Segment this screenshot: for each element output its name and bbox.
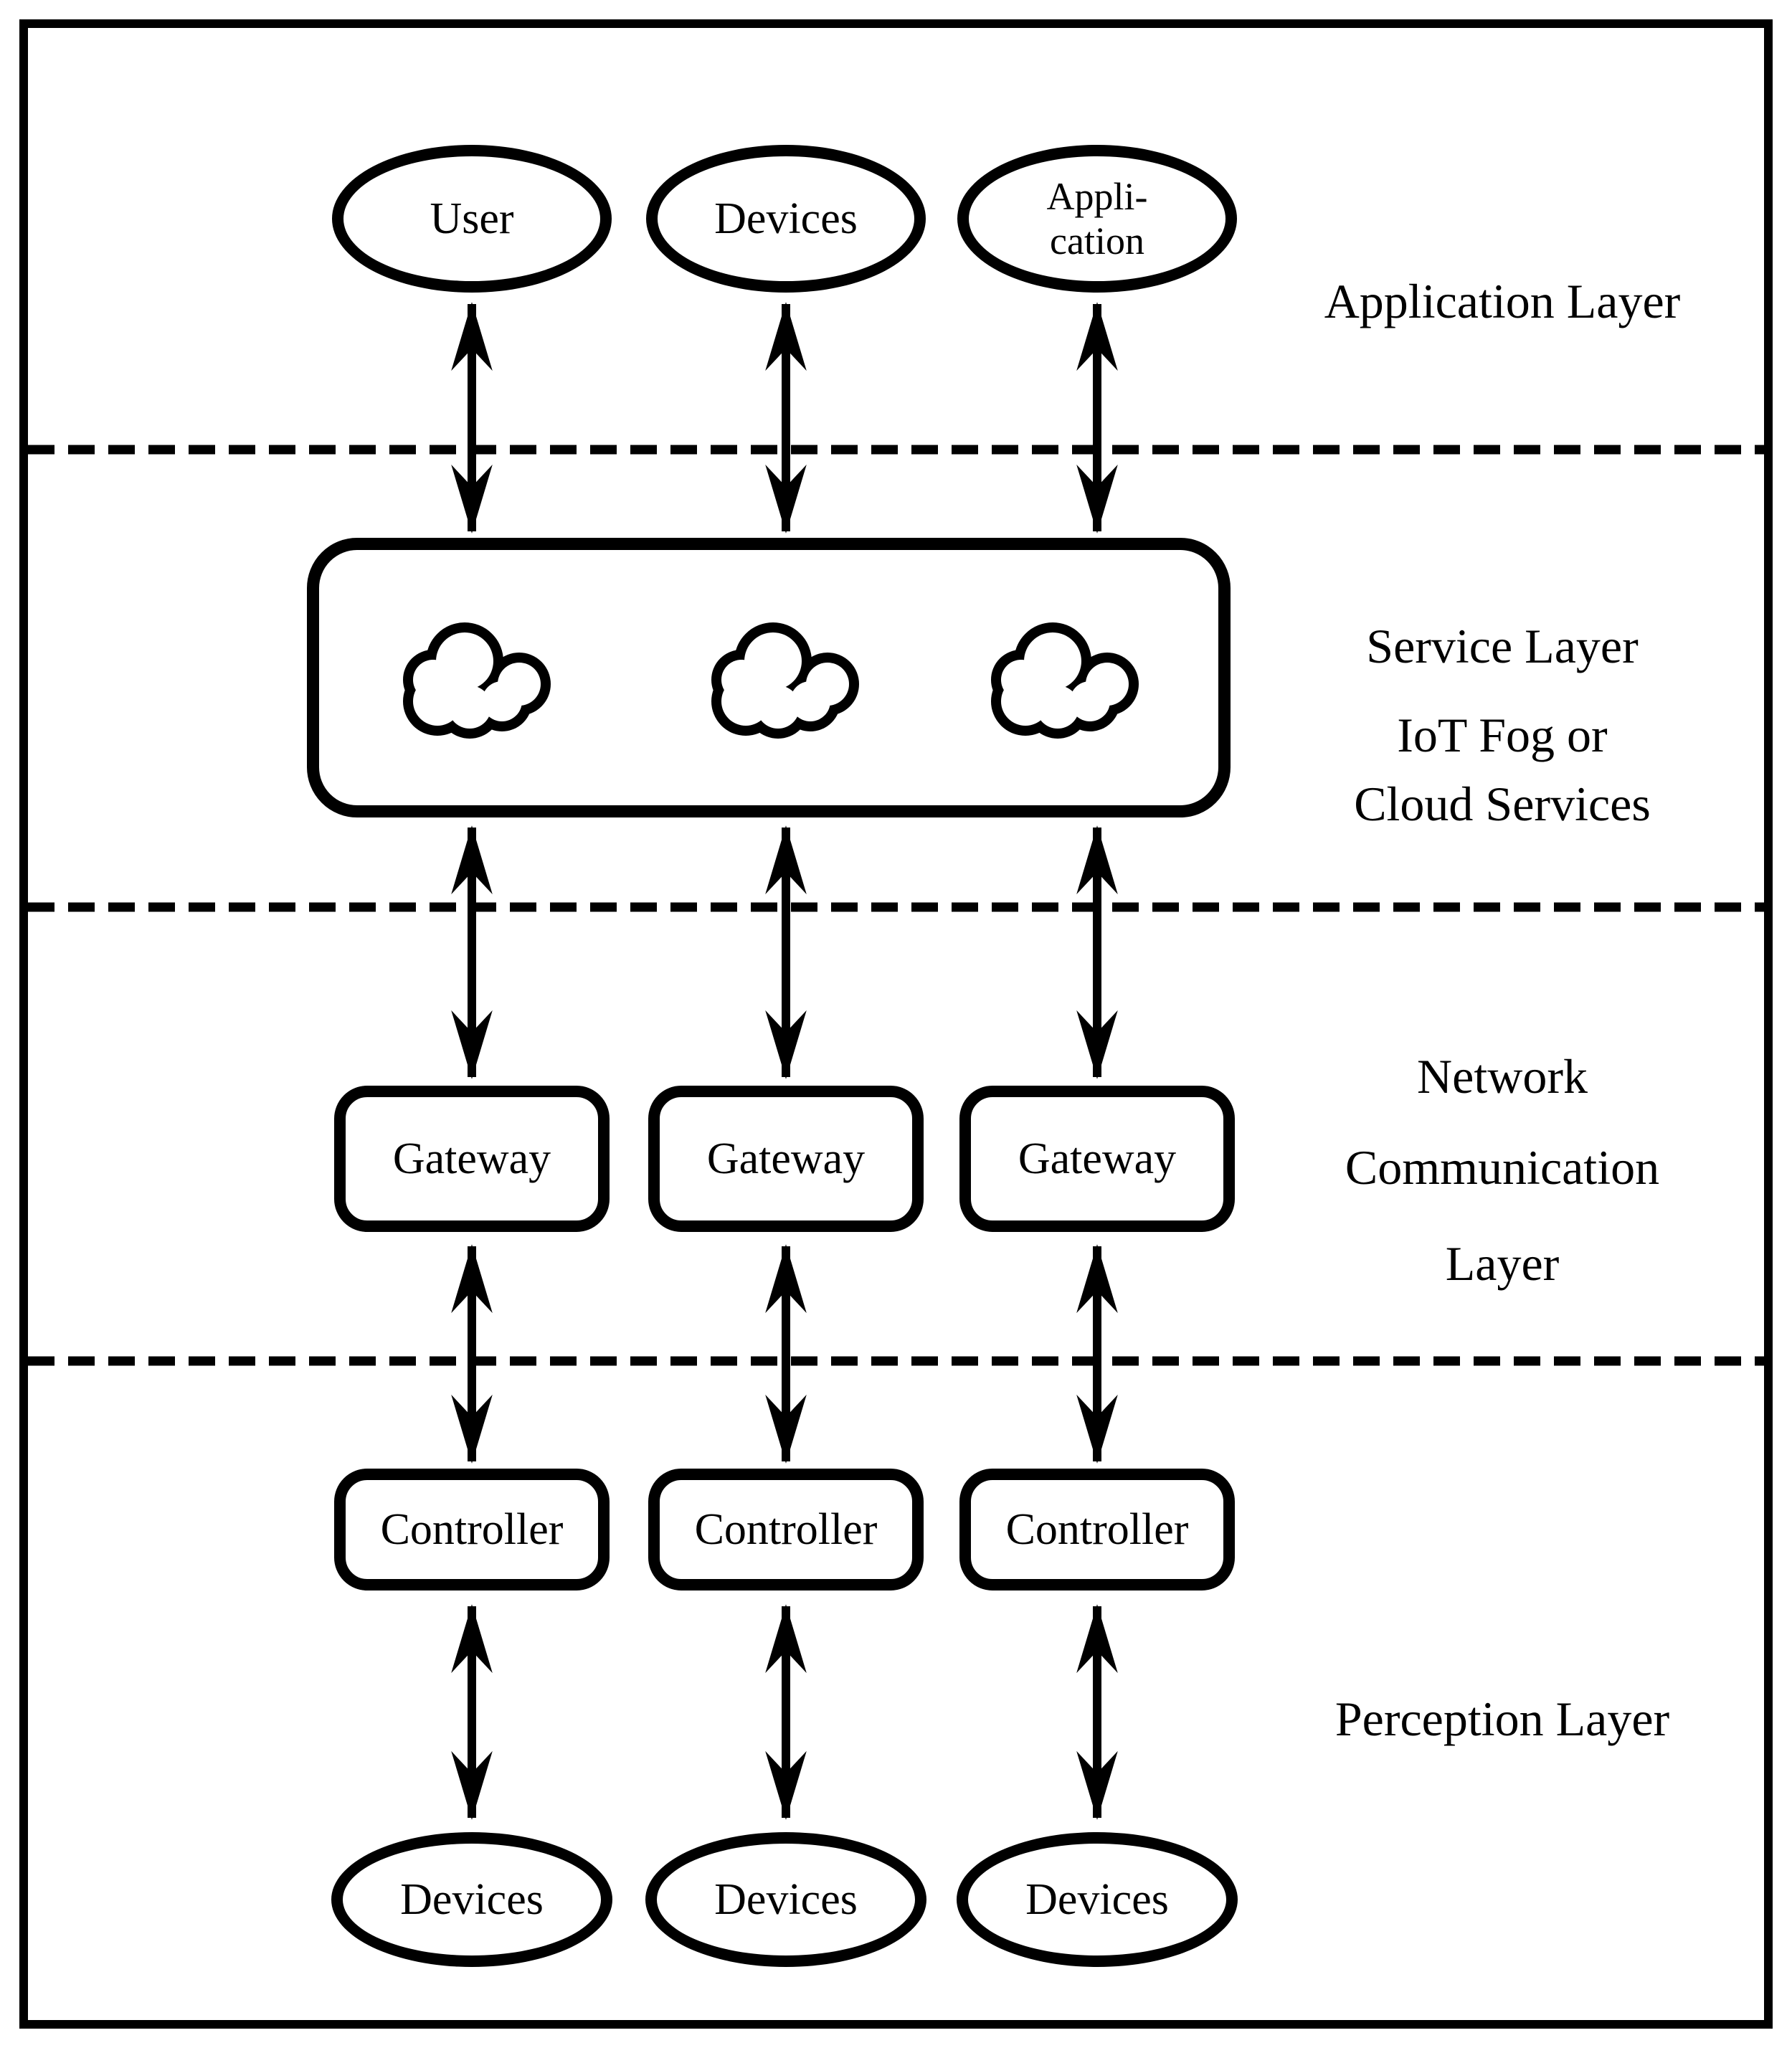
network-layer-label-line3: Layer <box>1445 1236 1560 1291</box>
node-devices-bottom-3: Devices <box>957 1832 1238 1967</box>
node-controller-3-label: Controller <box>1005 1505 1189 1554</box>
service-box <box>307 538 1231 817</box>
outer-border <box>19 19 1773 2029</box>
node-controller-2-label: Controller <box>694 1505 878 1554</box>
node-controller-2: Controller <box>648 1469 924 1590</box>
node-gateway-3-label: Gateway <box>1018 1134 1177 1183</box>
node-gateway-3: Gateway <box>959 1086 1235 1232</box>
node-devices-bottom-3-label: Devices <box>1025 1875 1169 1924</box>
node-controller-1-label: Controller <box>380 1505 564 1554</box>
node-gateway-1: Gateway <box>334 1086 610 1232</box>
node-devices-bottom-1: Devices <box>331 1832 612 1967</box>
node-application-label-line1: Appli- <box>1046 175 1148 218</box>
node-devices-bottom-2: Devices <box>645 1832 926 1967</box>
node-devices-bottom-1-label: Devices <box>400 1875 544 1924</box>
node-controller-3: Controller <box>959 1469 1235 1590</box>
node-user: User <box>332 145 612 293</box>
service-layer-label-line3: Cloud Services <box>1354 777 1651 831</box>
node-gateway-1-label: Gateway <box>392 1134 551 1183</box>
application-layer-label: Application Layer <box>1324 274 1681 328</box>
node-devices-top-label: Devices <box>714 194 858 243</box>
node-devices-top: Devices <box>646 145 926 293</box>
service-layer-label-line1: Service Layer <box>1366 619 1639 673</box>
network-layer-label-line1: Network <box>1417 1049 1588 1104</box>
perception-layer-label: Perception Layer <box>1334 1692 1670 1746</box>
node-application: Appli- cation <box>957 145 1237 293</box>
network-layer-label-line2: Communication <box>1345 1140 1660 1195</box>
node-gateway-2-label: Gateway <box>706 1134 866 1183</box>
node-gateway-2: Gateway <box>648 1086 924 1232</box>
node-application-label-line2: cation <box>1050 219 1144 262</box>
node-controller-1: Controller <box>334 1469 610 1590</box>
node-user-label: User <box>430 194 514 243</box>
service-layer-label-line2: IoT Fog or <box>1397 708 1608 762</box>
node-devices-bottom-2-label: Devices <box>714 1875 858 1924</box>
